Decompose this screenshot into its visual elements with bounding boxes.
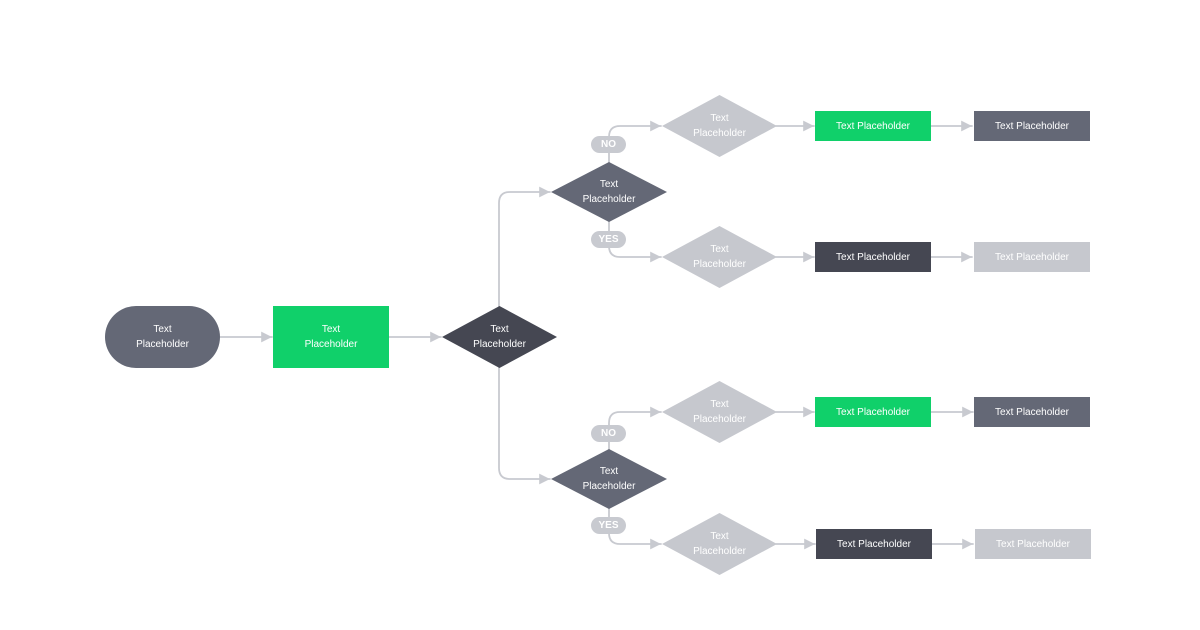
box-bottom-no-1-label: Text Placeholder bbox=[836, 406, 910, 418]
decision-top-no-label: Text Placeholder bbox=[693, 113, 746, 139]
box-top-no-2: Text Placeholder bbox=[974, 111, 1090, 141]
decision-top-no-shape bbox=[662, 95, 777, 157]
label-yes-top: YES bbox=[591, 231, 626, 248]
box-bottom-yes-2: Text Placeholder bbox=[975, 529, 1091, 559]
decision-bottom-shape bbox=[551, 449, 667, 509]
label-no-top: NO bbox=[591, 136, 626, 153]
label-yes-bottom: YES bbox=[591, 517, 626, 534]
connector-main-to-top bbox=[498, 186, 551, 308]
decision-bottom-yes-label: Text Placeholder bbox=[693, 531, 746, 557]
decision-top-label: Text Placeholder bbox=[582, 179, 636, 205]
label-no-bottom: NO bbox=[591, 425, 626, 442]
decision-bottom-label: Text Placeholder bbox=[582, 466, 636, 492]
decision-main-shape bbox=[442, 306, 557, 368]
start-terminal-label: Text Placeholder bbox=[136, 324, 189, 350]
box-top-yes-1-label: Text Placeholder bbox=[836, 251, 910, 263]
decision-top-shape bbox=[551, 162, 667, 222]
box-bottom-yes-2-label: Text Placeholder bbox=[996, 538, 1070, 550]
box-bottom-no-2-label: Text Placeholder bbox=[995, 406, 1069, 418]
connector-bottom-no bbox=[608, 406, 662, 450]
decision-bottom-yes-shape bbox=[662, 513, 777, 575]
process-box: Text Placeholder bbox=[273, 306, 389, 368]
box-top-no-1: Text Placeholder bbox=[815, 111, 931, 141]
decision-main-label: Text Placeholder bbox=[473, 324, 526, 350]
box-top-no-1-label: Text Placeholder bbox=[836, 120, 910, 132]
decision-top-yes: Text Placeholder bbox=[662, 226, 777, 288]
decision-bottom: Text Placeholder bbox=[551, 449, 667, 509]
connector-main-to-bottom bbox=[498, 366, 551, 485]
start-terminal: Text Placeholder bbox=[105, 306, 220, 368]
box-bottom-yes-1-label: Text Placeholder bbox=[837, 538, 911, 550]
decision-top: Text Placeholder bbox=[551, 162, 667, 222]
box-bottom-yes-1: Text Placeholder bbox=[816, 529, 932, 559]
decision-bottom-yes: Text Placeholder bbox=[662, 513, 777, 575]
decision-top-yes-label: Text Placeholder bbox=[693, 244, 746, 270]
decision-bottom-no-label: Text Placeholder bbox=[693, 399, 746, 425]
decision-top-yes-shape bbox=[662, 226, 777, 288]
box-bottom-no-1: Text Placeholder bbox=[815, 397, 931, 427]
process-box-label: Text Placeholder bbox=[304, 324, 358, 350]
decision-main: Text Placeholder bbox=[442, 306, 557, 368]
box-bottom-no-2: Text Placeholder bbox=[974, 397, 1090, 427]
box-top-yes-1: Text Placeholder bbox=[815, 242, 931, 272]
decision-bottom-no-shape bbox=[662, 381, 777, 443]
box-top-yes-2: Text Placeholder bbox=[974, 242, 1090, 272]
box-top-no-2-label: Text Placeholder bbox=[995, 120, 1069, 132]
decision-top-no: Text Placeholder bbox=[662, 95, 777, 157]
box-top-yes-2-label: Text Placeholder bbox=[995, 251, 1069, 263]
decision-bottom-no: Text Placeholder bbox=[662, 381, 777, 443]
